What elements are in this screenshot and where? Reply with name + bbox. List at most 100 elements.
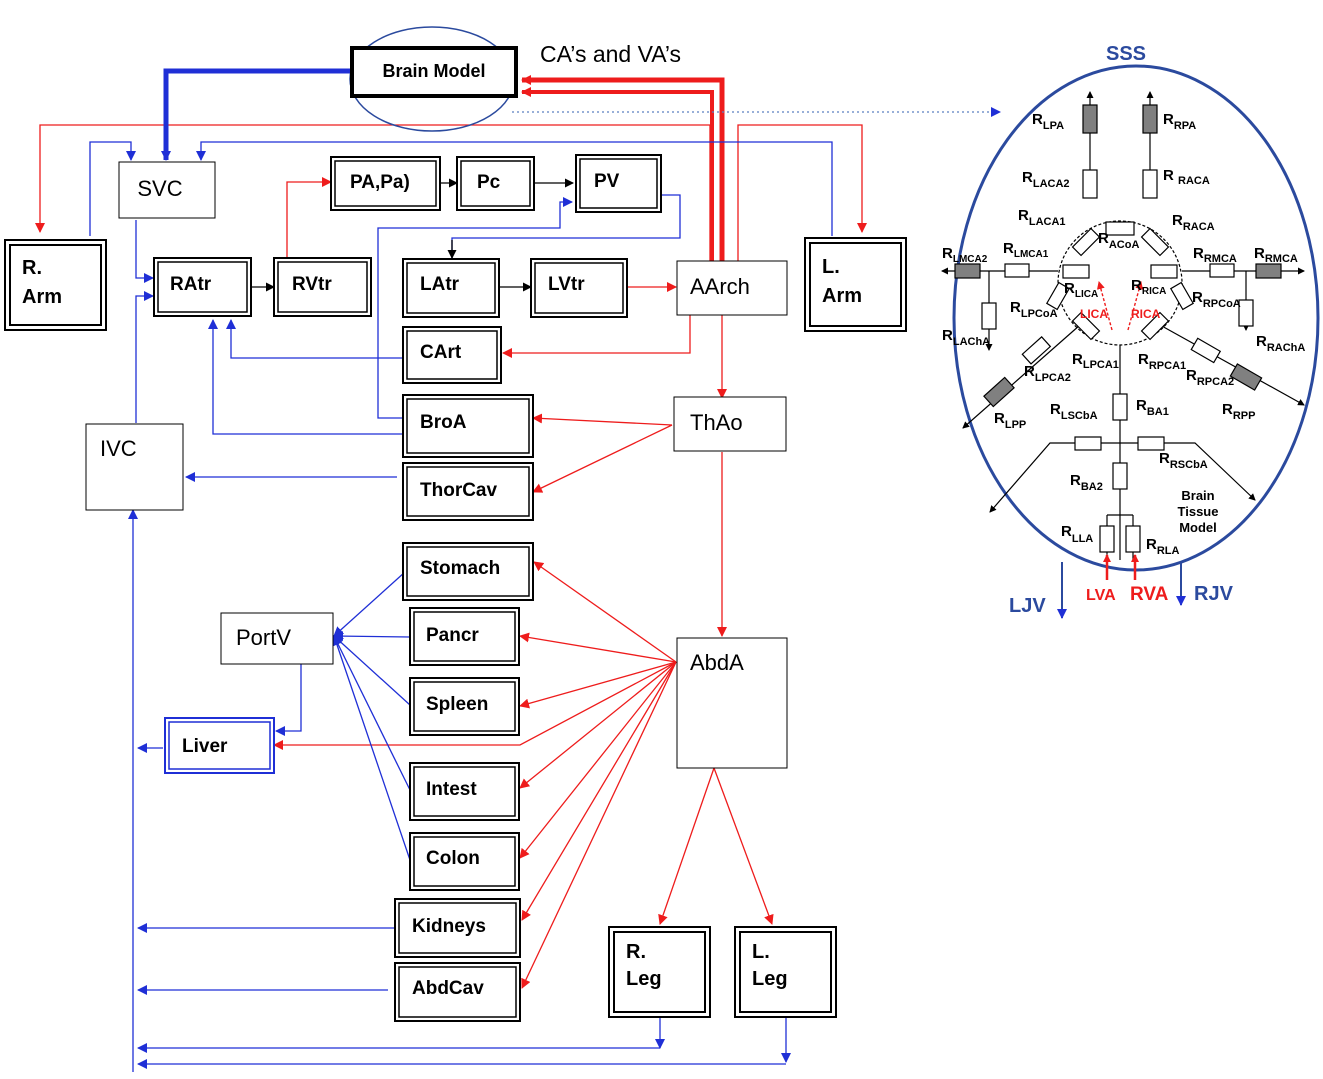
ivc-box[interactable] (85, 423, 184, 511)
resistor-lpa (1082, 104, 1098, 134)
brain-detail-model: SSS (941, 43, 1320, 619)
abdcav-label: AbdCav (412, 978, 484, 999)
rvtr-box[interactable] (273, 257, 372, 317)
ratr-box[interactable] (153, 257, 252, 317)
abdcav-box[interactable] (394, 962, 521, 1022)
abda-to-kidneys (521, 661, 677, 921)
intest-box[interactable] (409, 762, 520, 821)
resistor-lla (1099, 525, 1115, 553)
ljv-label: LJV (1009, 595, 1046, 617)
r-leg-box[interactable] (608, 926, 711, 1018)
abda-to-colon (519, 661, 677, 859)
rvtr-box-inner (277, 261, 368, 313)
resistor-laca1 (1071, 227, 1101, 257)
cart-box[interactable] (402, 326, 502, 384)
lva-label: LVA (1086, 587, 1116, 604)
rjv-label: RJV (1194, 583, 1234, 605)
spleen-label: Spleen (426, 694, 488, 715)
pc-box-inner (460, 160, 531, 207)
thorcav-box[interactable] (402, 462, 534, 521)
resistor-rpcoa (1169, 281, 1195, 311)
thorcav-label: ThorCav (420, 480, 498, 501)
spleen-box-inner (413, 681, 516, 732)
aarch-box[interactable] (676, 260, 788, 316)
thao-box[interactable] (673, 396, 787, 452)
latr-box[interactable] (402, 258, 500, 318)
resistor-lmca2 (954, 263, 981, 279)
l-leg-label-1: L. (752, 941, 770, 963)
intest-box-inner (413, 766, 516, 817)
resistor-lacha (981, 302, 997, 330)
lica-label: LICA (1080, 307, 1108, 321)
abda-to-liver (273, 661, 677, 750)
cart-to-ratr (226, 319, 403, 359)
pc-box[interactable] (456, 156, 535, 211)
abda-box[interactable] (676, 637, 788, 769)
spleen-to-portv (333, 635, 411, 706)
l-leg-label-2: Leg (752, 968, 788, 990)
svc-box[interactable] (118, 161, 216, 219)
r-arm-box-inner (9, 244, 102, 326)
l-leg-box-inner (739, 931, 832, 1013)
intest-label: Intest (426, 779, 477, 800)
l-arm-label-1: L. (822, 256, 840, 278)
rpp-line (1159, 324, 1305, 406)
label-lmca1: RLMCA1 (1003, 240, 1049, 260)
pa-label: PA,Pa) (350, 172, 410, 193)
lvtr-box[interactable] (530, 258, 628, 318)
label-rmca1: RRMCA (1193, 245, 1237, 265)
pancr-label: Pancr (426, 625, 479, 646)
broa-box-inner (406, 398, 530, 454)
label-lacha: RLAChA (942, 327, 990, 348)
resistor-rpa (1142, 104, 1158, 134)
pancr-box[interactable] (409, 607, 520, 666)
r-arm-to-svc (89, 141, 136, 236)
brain-model-box[interactable] (350, 46, 518, 98)
tissue-label-3: Model (1179, 520, 1217, 535)
l-arm-box-inner (809, 242, 902, 327)
thao-to-thorcav (532, 424, 673, 493)
spleen-box[interactable] (409, 677, 520, 736)
liver-label: Liver (182, 736, 228, 757)
label-ba1: RBA1 (1136, 397, 1169, 418)
colon-box[interactable] (409, 832, 520, 891)
latr-label: LAtr (420, 274, 460, 295)
broa-box[interactable] (402, 394, 534, 458)
label-racha: RRAChA (1256, 333, 1305, 354)
resistor-lpp (983, 376, 1015, 408)
portv-box[interactable] (220, 612, 334, 665)
pa-box[interactable] (330, 156, 441, 211)
brain-to-svc-line (161, 68, 352, 161)
label-lmca2: RLMCA2 (942, 245, 988, 265)
abda-to-abdcav (521, 661, 677, 989)
stomach-box[interactable] (402, 542, 534, 601)
label-rpa: RRPA (1163, 111, 1196, 132)
pv-box[interactable] (575, 154, 662, 213)
label-lica: RLICA (1064, 280, 1098, 300)
resistor-raca2 (1142, 169, 1158, 199)
l-leg-box[interactable] (734, 926, 837, 1018)
cart-box-inner (406, 330, 498, 380)
rica-arrow (1127, 281, 1144, 331)
l-arm-box[interactable] (804, 237, 907, 332)
label-rpcoa: RRPCoA (1192, 289, 1241, 310)
resistor-lpcoa (1045, 281, 1071, 311)
broa-to-ratr (208, 319, 403, 435)
aarch-to-cart (502, 315, 691, 358)
liver-box-inner (168, 721, 271, 770)
aorta-to-brain-line (521, 75, 725, 262)
broa-label: BroA (420, 412, 467, 433)
thao-to-broa (532, 413, 673, 426)
label-raca1: RRACA (1172, 212, 1215, 233)
pancr-to-portv (333, 631, 411, 642)
aorta-to-brain-line-2 (521, 87, 714, 262)
r-arm-label-1: R. (22, 257, 42, 279)
liver-box[interactable] (164, 717, 275, 774)
ratr-label: RAtr (170, 274, 212, 295)
kidneys-box[interactable] (394, 898, 521, 958)
resistor-raca1 (1140, 227, 1170, 257)
abda-to-pancr (519, 632, 677, 663)
rvtr-label: RVtr (292, 274, 332, 295)
r-arm-box[interactable] (4, 239, 107, 331)
label-rmca2: RRMCA (1254, 245, 1298, 265)
